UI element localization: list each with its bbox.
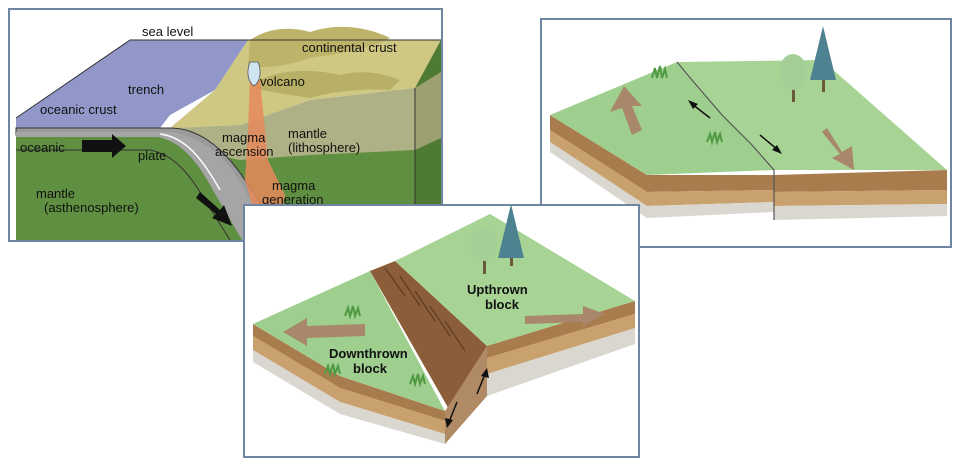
lithosphere-side: [415, 72, 441, 150]
downthrown-motion-arrow-icon: [283, 318, 365, 346]
block-top-edge: [15, 39, 441, 119]
upthrown-top: [395, 214, 635, 346]
subduction-arrow-icon: [196, 192, 232, 226]
fault-arrow-down-icon: [772, 145, 782, 154]
plate-motion-arrow-icon: [82, 134, 126, 158]
hills: [255, 70, 400, 98]
right-block-soil: [774, 170, 947, 192]
grass-icon: [324, 362, 341, 378]
label-volcano: volcano: [260, 74, 305, 89]
downthrown-soil: [253, 324, 445, 421]
volcano-plume-icon: [247, 61, 261, 87]
downthrown-top: [253, 271, 445, 411]
upthrown-motion-arrow-icon: [525, 306, 605, 326]
upthrown-layer-2: [487, 314, 635, 374]
subduction-diagram: sea level continental crust trench volca…: [15, 24, 441, 240]
mountain-ridge: [248, 26, 390, 68]
right-block-motion-arrow-icon: [822, 128, 854, 170]
label-upthrown: Upthrown: [467, 282, 528, 297]
plate-body: [16, 132, 272, 240]
left-block-top: [550, 62, 774, 175]
label-upthrown-block: block: [485, 297, 520, 312]
downthrown-bedrock: [253, 350, 445, 444]
label-lithosphere: (lithosphere): [288, 140, 360, 155]
grass-icon: [344, 304, 361, 320]
fault-scarp: [370, 261, 487, 411]
label-continental-crust: continental crust: [302, 40, 397, 55]
label-ascension: ascension: [215, 144, 274, 159]
fault-arrow-up-icon: [688, 100, 698, 109]
label-mantle-2: mantle: [36, 186, 75, 201]
tree-dark-icon: [810, 26, 836, 80]
lithosphere-band: [170, 88, 415, 160]
right-block-bedrock: [774, 204, 947, 220]
label-magma-2: magma: [272, 178, 316, 193]
grass-icon: [706, 130, 723, 146]
label-downthrown: Downthrown: [329, 346, 408, 361]
label-generation: generation: [262, 192, 323, 207]
tree-dark-icon: [498, 206, 524, 258]
fault-plane-face: [445, 346, 487, 444]
reverse-fault-diagram: Upthrown block Downthrown block: [253, 206, 635, 444]
strike-slip-diagram: [550, 26, 947, 220]
label-oceanic: oceanic: [20, 140, 65, 155]
subduction-zone-panel: sea level continental crust trench volca…: [8, 8, 443, 242]
plate-highlight: [159, 133, 221, 191]
label-trench: trench: [128, 82, 164, 97]
label-mantle-1: mantle: [288, 126, 327, 141]
tree-light-icon: [471, 227, 497, 261]
right-block-top: [677, 60, 947, 170]
grass-icon: [409, 372, 426, 388]
left-block-bedrock: [550, 142, 774, 218]
left-block-soil: [550, 115, 774, 192]
magma-plume: [245, 80, 285, 220]
downthrown-layer-2: [253, 336, 445, 434]
label-downthrown-block: block: [353, 361, 388, 376]
label-oceanic-crust: oceanic crust: [40, 102, 117, 117]
label-sea-level: sea level: [142, 24, 193, 39]
fault-arrow-down-icon: [445, 418, 453, 428]
fault-line: [676, 61, 775, 220]
grass-icon: [651, 65, 668, 79]
label-magma-1: magma: [222, 130, 266, 145]
left-block-motion-arrow-icon: [610, 86, 642, 135]
left-block-layer-2: [550, 130, 774, 206]
tree-light-icon: [779, 54, 807, 90]
sea-surface: [16, 40, 248, 128]
upthrown-bedrock: [487, 328, 635, 396]
fault-arrow-up-icon: [481, 368, 489, 378]
reverse-fault-panel: Upthrown block Downthrown block: [243, 204, 640, 458]
label-plate: plate: [138, 148, 166, 163]
label-asthenosphere: (asthenosphere): [44, 200, 139, 215]
right-block-layer-2: [774, 190, 947, 206]
